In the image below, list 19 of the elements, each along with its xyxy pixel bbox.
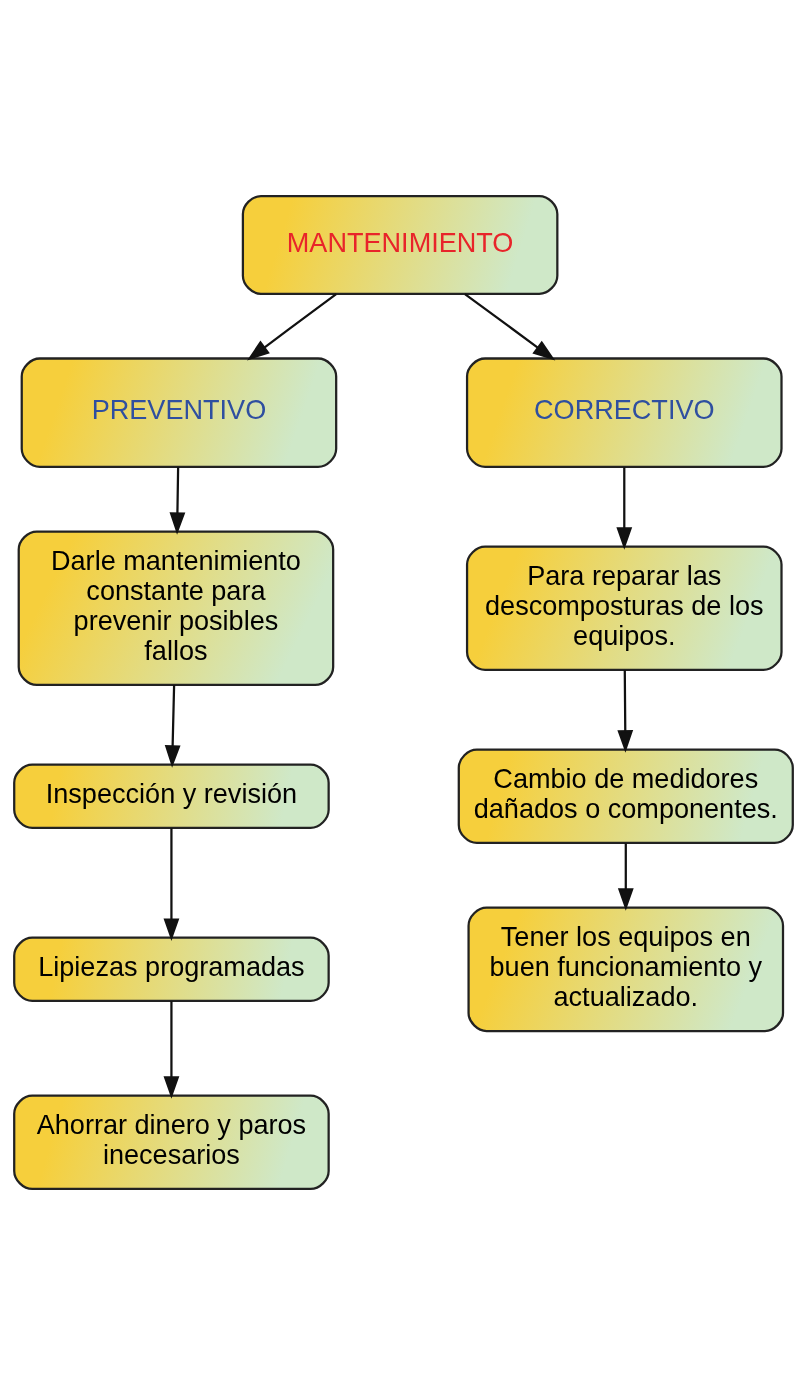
arrow [247, 292, 337, 360]
node-box: CORRECTIVO [465, 356, 783, 468]
arrow [616, 466, 633, 550]
node-box: PREVENTIVO [20, 356, 338, 468]
arrow [163, 1000, 180, 1099]
arrow [617, 842, 634, 911]
arrow [169, 466, 186, 535]
node-box: Lipiezas programadas [13, 936, 330, 1002]
node-box: Para reparar las descomposturas de los equipos. [465, 544, 783, 671]
node-box: Inspección y revisión [13, 763, 330, 829]
arrow [464, 292, 556, 360]
node-box: Darle mantenimiento constante para prevenir posibles fallos [17, 529, 335, 686]
node-box: MANTENIMIENTO [241, 194, 559, 295]
node-box: Cambio de medidores dañados o componentes. [457, 748, 794, 844]
node-box: Ahorrar dinero y paros inecesarios [13, 1094, 330, 1190]
node-box: Tener los equipos en buen funcionamiento y actualizado. [467, 906, 785, 1032]
arrow [163, 827, 180, 941]
arrow [617, 669, 634, 753]
arrow [164, 684, 181, 768]
